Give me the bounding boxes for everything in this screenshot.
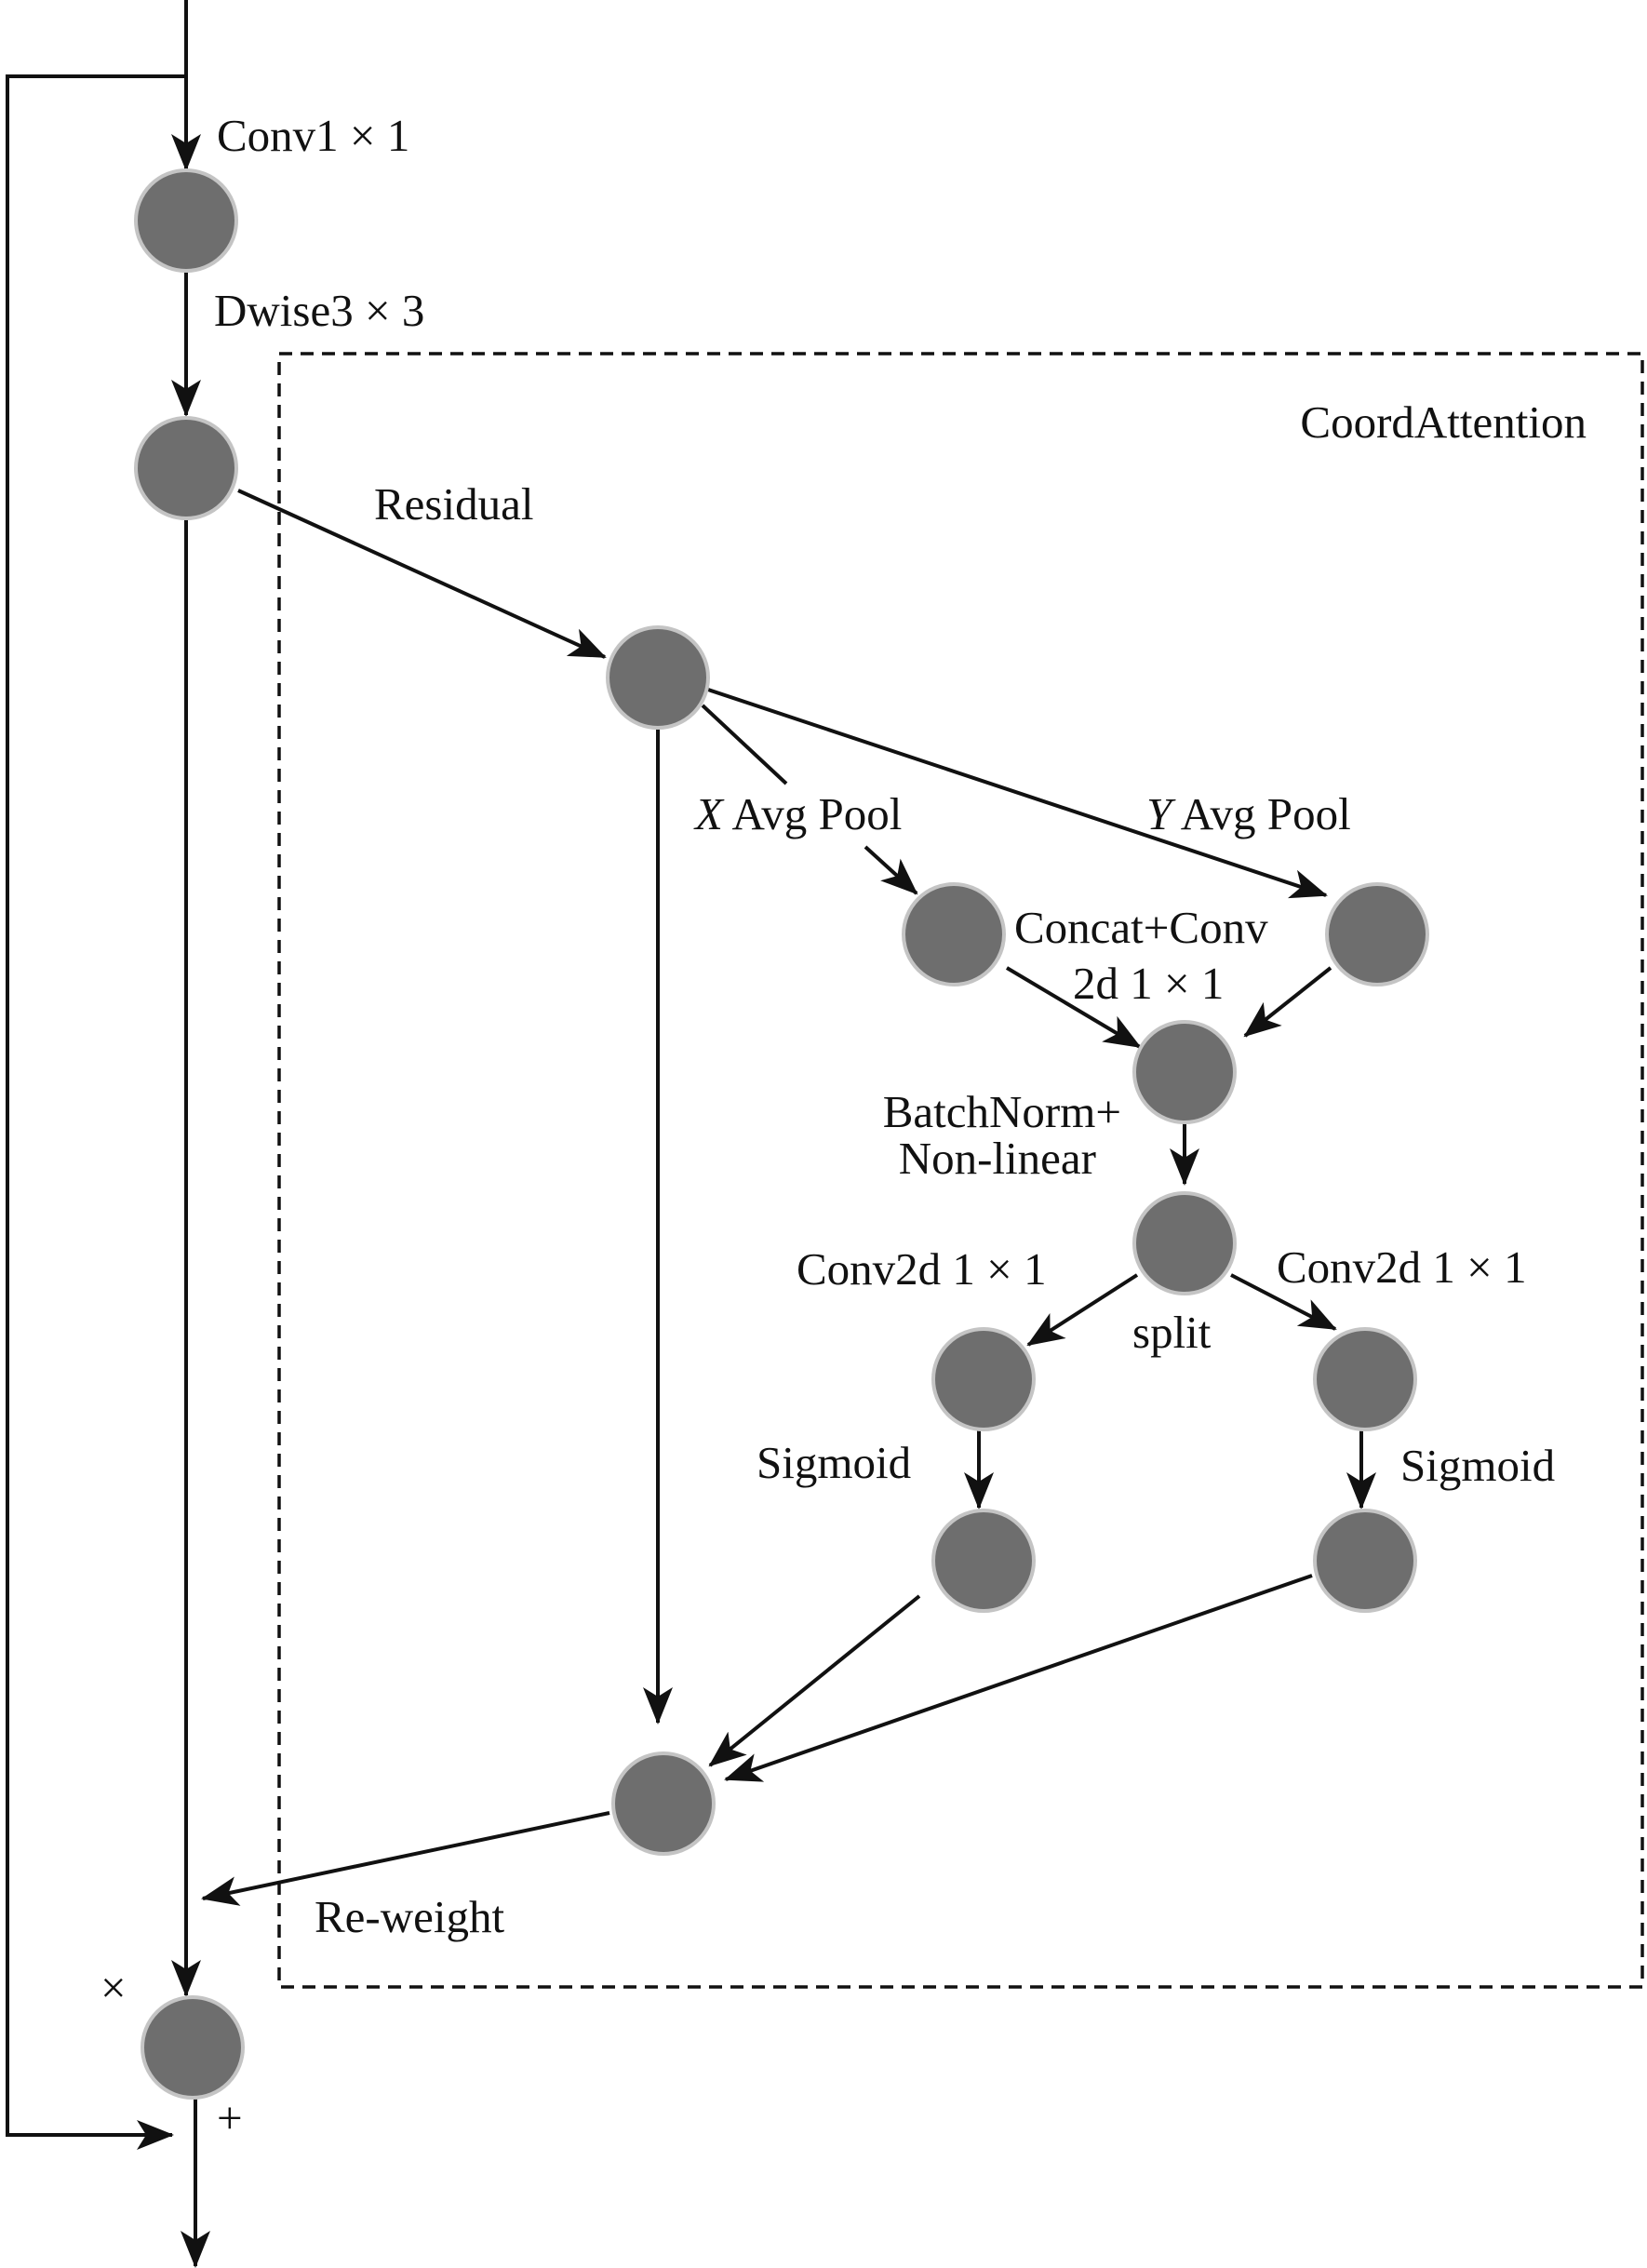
node-sigmoid-right	[1313, 1509, 1417, 1613]
label-conv1x1: Conv1 × 1	[217, 110, 409, 161]
edge-ypool-to-concat	[1243, 966, 1332, 1038]
edge-x-avg-pool-b	[864, 845, 918, 895]
label-y-axis: Y	[1146, 788, 1176, 839]
label-x-avg-pool: X Avg Pool	[693, 788, 902, 839]
label-conv2d-left: Conv2d 1 × 1	[797, 1243, 1047, 1295]
node-dwise3x3	[134, 416, 238, 520]
node-x-pool	[902, 882, 1006, 986]
frame-label: CoordAttention	[1300, 396, 1587, 448]
edge-right-sigmoid-to-reweight	[724, 1574, 1313, 1782]
label-x-axis: X	[693, 788, 725, 839]
skip-connection-line	[6, 74, 186, 2150]
label-multiply: ×	[100, 1962, 127, 2013]
node-y-pool	[1325, 882, 1429, 986]
label-residual: Residual	[374, 478, 533, 530]
label-y-avg-pool-text: Avg Pool	[1172, 788, 1350, 839]
node-conv1x1	[134, 168, 238, 273]
edge-x-avg-pool-a	[701, 704, 788, 785]
label-dwise3x3: Dwise3 × 3	[214, 285, 424, 336]
label-concat-line1: Concat+Conv	[1014, 902, 1268, 953]
label-add: +	[217, 2092, 243, 2143]
edge-y-avg-pool	[704, 687, 1328, 899]
edge-split-left	[1026, 1273, 1139, 1347]
node-sigmoid-left	[931, 1509, 1036, 1613]
edge-split-right	[1230, 1273, 1337, 1331]
edge-xpool-to-concat	[1005, 966, 1142, 1049]
node-conv2d-right	[1313, 1327, 1417, 1431]
label-sigmoid-left: Sigmoid	[757, 1437, 911, 1488]
label-y-avg-pool: Y Avg Pool	[1146, 788, 1351, 839]
label-batchnorm-line1: BatchNorm+	[883, 1086, 1121, 1137]
label-concat-line2: 2d 1 × 1	[1073, 958, 1224, 1009]
label-x-avg-pool-text: Avg Pool	[723, 788, 902, 839]
node-residual	[606, 625, 710, 730]
node-reweight	[611, 1751, 716, 1856]
node-batchnorm	[1132, 1191, 1237, 1295]
node-concat-conv	[1132, 1020, 1237, 1124]
edge-reweight-to-trunk	[201, 1811, 610, 1906]
label-sigmoid-right: Sigmoid	[1400, 1440, 1555, 1491]
edge-left-sigmoid-to-reweight	[708, 1594, 921, 1767]
node-multiply	[141, 1995, 245, 2100]
node-conv2d-left	[931, 1327, 1036, 1431]
label-conv2d-right: Conv2d 1 × 1	[1277, 1241, 1527, 1293]
label-split: split	[1132, 1307, 1212, 1358]
label-reweight: Re-weight	[315, 1891, 504, 1942]
edge-residual	[237, 489, 607, 659]
label-batchnorm-line2: Non-linear	[899, 1133, 1096, 1184]
